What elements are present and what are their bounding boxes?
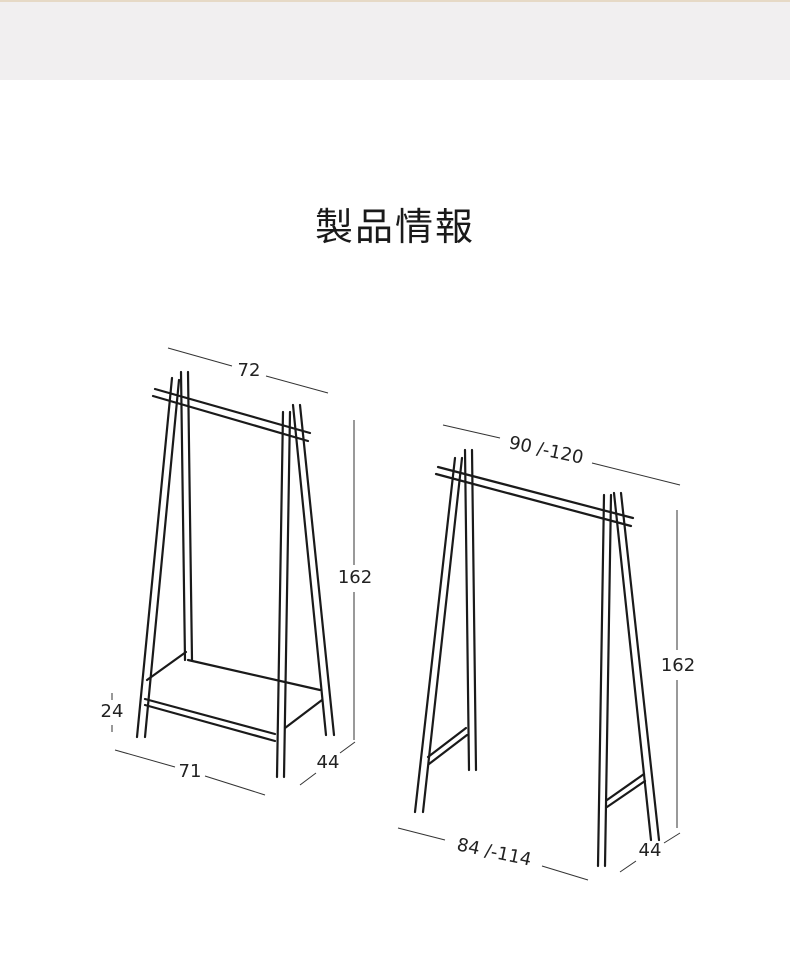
right-width-label: 90 /-120 bbox=[507, 432, 585, 468]
left-rack-drawing bbox=[135, 370, 336, 779]
left-shelf-height-label: 24 bbox=[101, 701, 124, 722]
right-rack-dimensions: 90 /-120 162 84 /-114 44 bbox=[397, 424, 695, 881]
left-depth-label: 44 bbox=[317, 752, 340, 773]
top-banner bbox=[0, 0, 790, 80]
right-depth-label: 44 bbox=[639, 840, 662, 861]
left-height-label: 162 bbox=[338, 567, 372, 588]
left-base-width-label: 71 bbox=[179, 761, 202, 782]
left-rack-dimensions: 72 162 71 44 24 bbox=[101, 347, 372, 796]
right-height-label: 162 bbox=[661, 655, 695, 676]
right-base-width-label: 84 /-114 bbox=[455, 834, 533, 870]
right-rack-drawing bbox=[413, 448, 661, 868]
left-width-label: 72 bbox=[238, 360, 261, 381]
page-title: 製品情報 bbox=[314, 205, 475, 249]
